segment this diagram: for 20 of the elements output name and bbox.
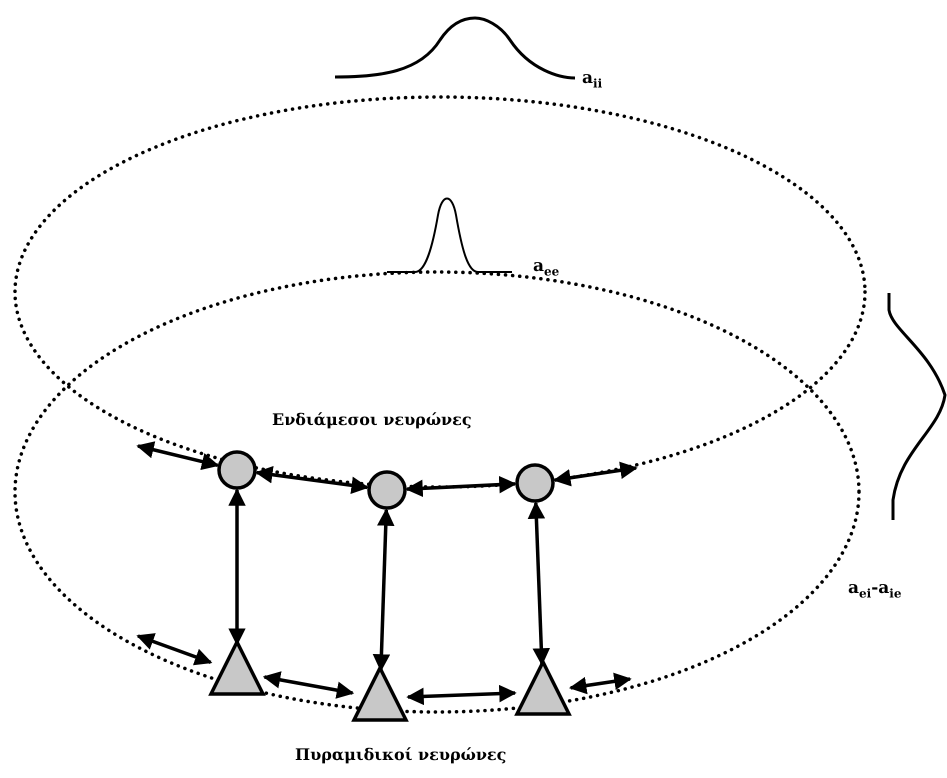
double-arrow	[136, 441, 220, 470]
double-arrow	[528, 501, 550, 666]
weight-label: a$_{ii}$	[582, 68, 602, 90]
neuron-circle	[367, 470, 407, 510]
neuron-triangle	[515, 660, 571, 716]
double-arrow	[405, 476, 517, 498]
double-arrow	[255, 466, 369, 494]
group-label: Ενδιάμεσοι νευρώνες	[272, 410, 472, 429]
double-arrow	[568, 672, 632, 694]
double-arrow	[553, 462, 638, 486]
neuron-circle	[217, 450, 257, 490]
double-arrow	[136, 633, 212, 666]
weight-label: a$_{ee}$	[533, 256, 560, 278]
neuron-circle	[515, 463, 555, 503]
neuron-triangle	[352, 666, 408, 722]
double-arrow	[406, 684, 517, 706]
neuron-triangle	[209, 640, 265, 696]
double-arrow	[262, 671, 354, 699]
weight-label: a$_{ei}$-a$_{ie}$	[848, 578, 902, 600]
group-label: Πυραμιδικοί νευρώνες	[295, 745, 506, 764]
